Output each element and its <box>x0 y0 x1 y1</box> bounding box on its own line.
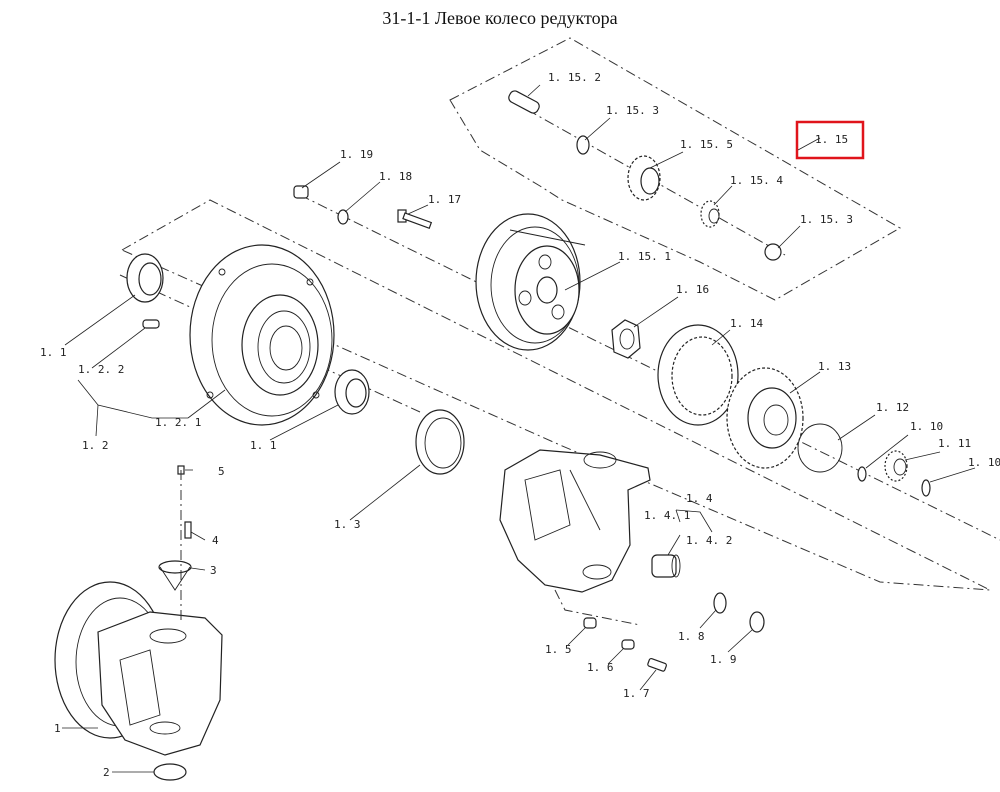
label-5: 5 <box>218 465 225 478</box>
diagram-title: 31-1-1 Левое колесо редуктора <box>382 8 618 28</box>
assembled-wheel-reducer <box>54 581 223 756</box>
label-2: 2 <box>103 766 110 779</box>
part-1-17-bolt <box>397 209 433 229</box>
label-4: 4 <box>212 534 219 547</box>
part-1-15-2-pin <box>508 90 540 114</box>
group-1-2-boundary <box>120 199 991 591</box>
group-1-15-boundary <box>449 37 902 301</box>
part-1-15-3-washer-2 <box>764 243 782 261</box>
label-1-6: 1. 6 <box>587 661 614 674</box>
label-1-2-1: 1. 2. 1 <box>155 416 201 429</box>
part-1-14-ring-gear <box>657 324 739 426</box>
part-1-1-bearing-left <box>126 253 164 303</box>
part-1-13-gear-hub <box>726 367 804 469</box>
label-1-10b: 1. 10 <box>968 456 1000 469</box>
part-2-plate <box>153 763 187 781</box>
highlight-box-1-15 <box>795 120 865 160</box>
part-1-15-1-carrier <box>475 213 586 351</box>
label-1-10a: 1. 10 <box>910 420 943 433</box>
part-1-16-nut <box>611 319 641 359</box>
label-1-1a: 1. 1 <box>40 346 67 359</box>
label-1-2: 1. 2 <box>82 439 109 452</box>
label-1-12: 1. 12 <box>876 401 909 414</box>
part-1-4-2-bushing <box>651 554 681 578</box>
label-1-15-5: 1. 15. 5 <box>680 138 733 151</box>
part-1-7-bolt <box>647 657 667 672</box>
label-1-18: 1. 18 <box>379 170 412 183</box>
part-3-cap <box>158 560 192 591</box>
label-1-8: 1. 8 <box>678 630 705 643</box>
label-1-4-1: 1. 4. 1 <box>644 509 690 522</box>
axis-line-c <box>509 99 786 256</box>
label-1-19: 1. 19 <box>340 148 373 161</box>
leader-lines <box>62 84 976 773</box>
label-1-9: 1. 9 <box>710 653 737 666</box>
part-1-10-clip-a <box>857 466 867 482</box>
part-1-4-1-knuckle <box>499 449 651 593</box>
axis-line-b <box>299 194 1000 541</box>
part-1-9-seal <box>749 611 765 633</box>
part-1-19-plug <box>293 185 309 199</box>
label-1-1b: 1. 1 <box>250 439 277 452</box>
label-1-15-3a: 1. 15. 3 <box>606 104 659 117</box>
label-1-15-3b: 1. 15. 3 <box>800 213 853 226</box>
label-1-16: 1. 16 <box>676 283 709 296</box>
part-1-3-seal <box>415 409 465 475</box>
part-1-2-1-hub <box>189 244 335 426</box>
part-labels: 1. 15. 2 1. 15. 3 1. 15 1. 15. 5 1. 15. … <box>40 71 1000 779</box>
label-1: 1 <box>54 722 61 735</box>
label-1-11: 1. 11 <box>938 437 971 450</box>
label-1-4: 1. 4 <box>686 492 713 505</box>
label-1-13: 1. 13 <box>818 360 851 373</box>
part-1-15-4-bearing <box>700 200 720 228</box>
part-1-11-gear <box>884 450 908 482</box>
label-1-4-2: 1. 4. 2 <box>686 534 732 547</box>
label-1-5: 1. 5 <box>545 643 572 656</box>
part-1-5-bushing <box>583 617 597 629</box>
part-1-8-ring <box>713 592 727 614</box>
part-4-bolt <box>184 521 192 539</box>
part-1-10-clip-b <box>921 479 931 497</box>
label-1-15-1: 1. 15. 1 <box>618 250 671 263</box>
part-1-2-2-pin <box>142 319 160 329</box>
label-1-15-2: 1. 15. 2 <box>548 71 601 84</box>
label-1-15: 1. 15 <box>815 133 848 146</box>
group-1-5-axis <box>554 589 641 626</box>
part-1-6-bushing <box>621 639 635 650</box>
label-3: 3 <box>210 564 217 577</box>
part-1-1-bearing-right <box>334 369 370 415</box>
part-1-12-o-ring <box>797 423 843 473</box>
label-1-2-2: 1. 2. 2 <box>78 363 124 376</box>
label-1-17: 1. 17 <box>428 193 461 206</box>
part-1-15-5-gear <box>627 155 661 201</box>
label-1-7: 1. 7 <box>623 687 650 700</box>
label-1-15-4: 1. 15. 4 <box>730 174 783 187</box>
label-1-3: 1. 3 <box>334 518 361 531</box>
label-1-14: 1. 14 <box>730 317 763 330</box>
part-1-15-3-washer <box>576 135 590 155</box>
part-1-18-washer <box>337 209 349 225</box>
